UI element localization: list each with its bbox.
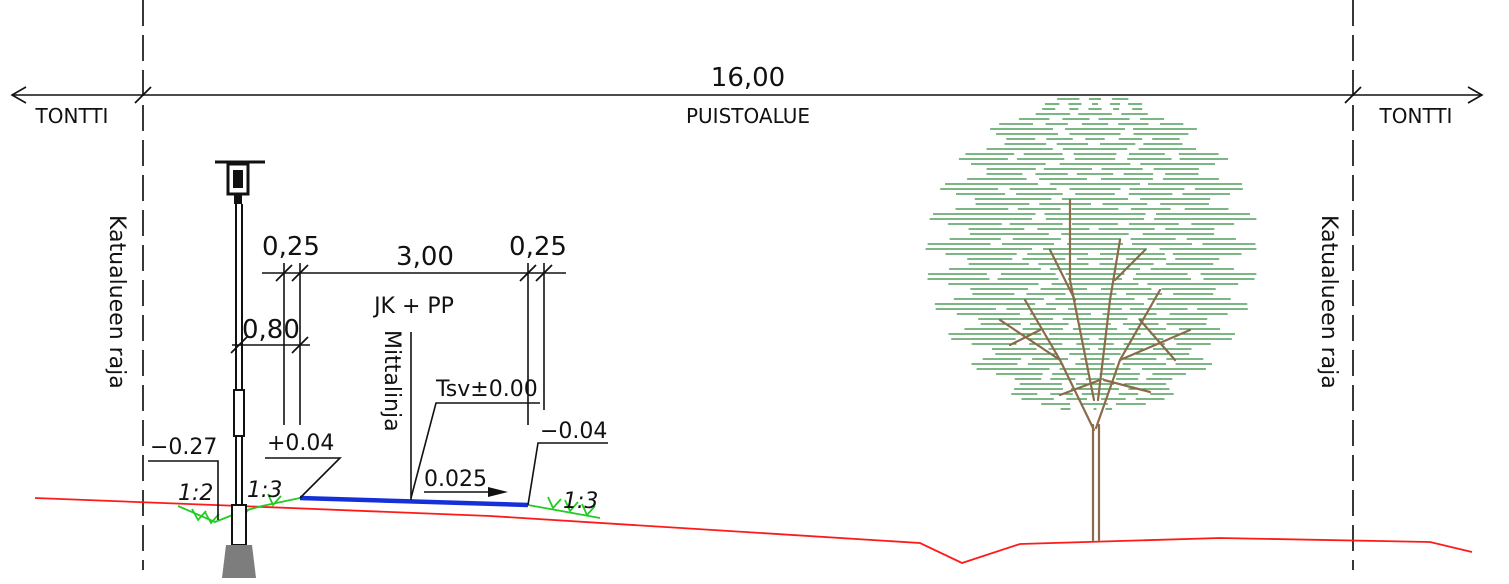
level-leaders bbox=[148, 442, 608, 520]
boundary-label-right: Katualueen raja bbox=[1316, 215, 1341, 389]
zone-center-label: PUISTOALUE bbox=[686, 104, 810, 128]
level-right-edge: −0.04 bbox=[540, 419, 607, 444]
dim-pole-offset: 0,80 bbox=[242, 315, 300, 345]
zone-right-label: TONTTI bbox=[1379, 104, 1453, 128]
measure-line-label: Mittalinja bbox=[379, 330, 404, 432]
overall-dimension-value: 16,00 bbox=[711, 63, 785, 93]
path-surface bbox=[299, 495, 529, 508]
dim-path-width: 3,00 bbox=[396, 242, 454, 272]
reference-level: Tsv±0.00 bbox=[435, 377, 538, 402]
overall-dimension: 16,00 bbox=[10, 63, 1484, 104]
slope-right: 1:3 bbox=[563, 489, 598, 514]
boundary-label-left: Katualueen raja bbox=[104, 215, 129, 389]
zone-left-label: TONTTI bbox=[35, 104, 109, 128]
tree-icon bbox=[925, 98, 1257, 542]
arrow-icon bbox=[424, 487, 508, 497]
dim-right-edge: 0,25 bbox=[509, 232, 567, 262]
ground-line bbox=[34, 497, 1473, 564]
dim-left-edge: 0,25 bbox=[262, 232, 320, 262]
path-label: JK + PP bbox=[372, 294, 454, 319]
level-left-edge: +0.04 bbox=[267, 431, 334, 456]
reference-level-leader bbox=[410, 402, 540, 499]
slope-left-inner: 1:3 bbox=[247, 478, 282, 503]
slope-left-outer: 1:2 bbox=[178, 481, 213, 506]
cross-slope: 0.025 bbox=[424, 467, 487, 492]
level-left-ditch: −0.27 bbox=[150, 435, 217, 460]
pole-offset-dimension bbox=[230, 336, 310, 354]
street-lamp-icon bbox=[215, 160, 265, 578]
